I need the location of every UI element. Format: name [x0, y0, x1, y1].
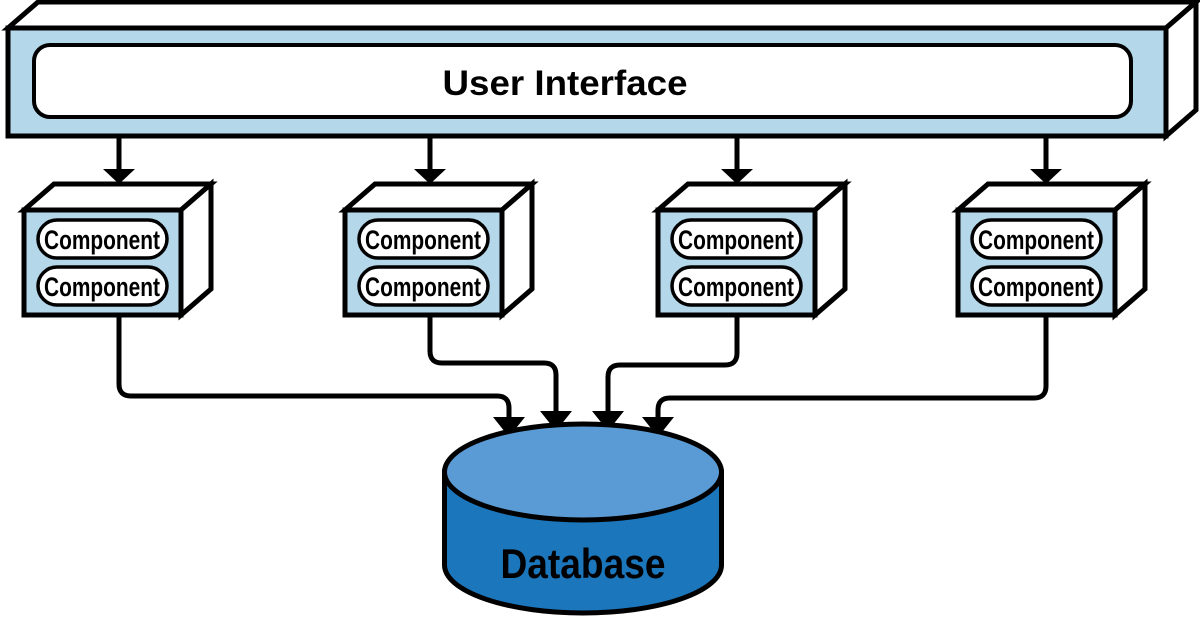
component-box-4: Component Component [951, 178, 1152, 321]
database-cylinder: Database [442, 421, 724, 616]
ui-right-face [1163, 0, 1199, 142]
box-right-face [178, 178, 214, 321]
arrowhead-icon [721, 169, 753, 184]
component-box-3: Component Component [651, 178, 852, 321]
arrow-ui-to-component-2 [414, 137, 446, 184]
arrowhead-icon [642, 417, 674, 437]
component-pill [670, 265, 803, 307]
connector-component-2-to-database [427, 315, 572, 431]
component-box-2: Component Component [338, 178, 539, 321]
arrow-ui-to-component-4 [1030, 137, 1062, 184]
component-label: Component [44, 272, 160, 302]
user-interface-label: User Interface [443, 64, 688, 103]
box-right-face [812, 178, 848, 321]
arrowhead-icon [592, 411, 624, 431]
component-label: Component [44, 225, 160, 255]
ui-inner-panel [32, 43, 1133, 119]
arrowhead-icon [414, 169, 446, 184]
component-label: Component [365, 225, 481, 255]
box-right-face [499, 178, 535, 321]
component-label: Component [678, 225, 794, 255]
component-pill [357, 265, 490, 307]
connector-component-1-to-database [116, 315, 525, 437]
arrow-ui-to-component-1 [103, 137, 135, 184]
component-pill [357, 218, 490, 260]
component-label: Component [678, 272, 794, 302]
component-pill [670, 218, 803, 260]
component-label: Component [978, 225, 1094, 255]
component-pill [36, 265, 169, 307]
component-label: Component [365, 272, 481, 302]
component-label: Component [978, 272, 1094, 302]
arrow-ui-to-component-3 [721, 137, 753, 184]
component-pill [36, 218, 169, 260]
database-label: Database [501, 540, 666, 587]
component-box-1: Component Component [17, 178, 218, 321]
arrowhead-icon [540, 411, 572, 431]
box-right-face [1112, 178, 1148, 321]
user-interface-box: User Interface [1, 0, 1200, 142]
component-pill [970, 218, 1103, 260]
connector-component-4-to-database [642, 315, 1049, 437]
database-top-ellipse [442, 421, 724, 523]
component-pill [970, 265, 1103, 307]
arrowhead-icon [103, 169, 135, 184]
arrowhead-icon [1030, 169, 1062, 184]
connector-component-3-to-database [592, 315, 740, 431]
arrowhead-icon [493, 417, 525, 437]
ui-top-face [1, 0, 1200, 31]
